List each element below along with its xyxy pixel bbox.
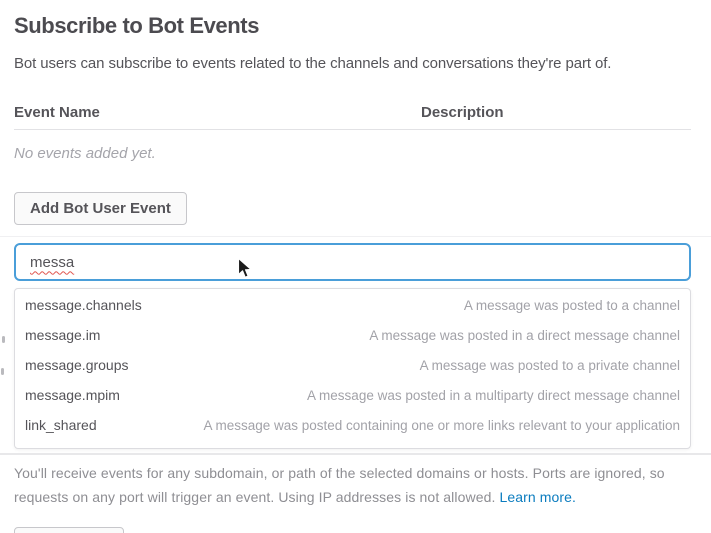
page-title: Subscribe to Bot Events <box>14 13 260 38</box>
partial-button-bottom[interactable] <box>14 527 124 533</box>
footer-note-text: You'll receive events for any subdomain,… <box>14 465 665 505</box>
background-text-fragment <box>2 336 5 343</box>
option-name: message.mpim <box>25 387 120 403</box>
background-text-fragment <box>1 368 4 375</box>
dropdown-option-link-shared[interactable]: link_shared A message was posted contain… <box>15 410 690 440</box>
search-input-value: messa <box>30 253 75 271</box>
dropdown-option-message-mpim[interactable]: message.mpim A message was posted in a m… <box>15 380 690 410</box>
option-name: message.groups <box>25 357 129 373</box>
event-search-input[interactable]: messa <box>14 243 691 281</box>
section-divider-bottom <box>0 453 711 455</box>
footer-note: You'll receive events for any subdomain,… <box>14 461 684 509</box>
learn-more-link[interactable]: Learn more. <box>499 489 577 505</box>
empty-state-message: No events added yet. <box>14 145 156 162</box>
option-description: A message was posted to a private channe… <box>419 357 680 373</box>
option-description: A message was posted in a direct message… <box>369 327 680 343</box>
option-description: A message was posted to a channel <box>463 297 680 313</box>
table-header-divider <box>14 129 691 130</box>
column-header-event-name: Event Name <box>14 104 100 121</box>
dropdown-option-message-groups[interactable]: message.groups A message was posted to a… <box>15 350 690 380</box>
option-description: A message was posted containing one or m… <box>203 417 680 433</box>
option-name: message.im <box>25 327 101 343</box>
add-bot-user-event-button[interactable]: Add Bot User Event <box>14 192 187 225</box>
event-suggestions-dropdown: message.channels A message was posted to… <box>14 288 691 449</box>
column-header-description: Description <box>421 104 504 121</box>
dropdown-option-message-im[interactable]: message.im A message was posted in a dir… <box>15 320 690 350</box>
option-name: message.channels <box>25 297 142 313</box>
option-name: link_shared <box>25 417 97 433</box>
section-divider-top <box>0 236 711 237</box>
page-subtitle: Bot users can subscribe to events relate… <box>14 55 612 72</box>
option-description: A message was posted in a multiparty dir… <box>307 387 680 403</box>
dropdown-option-message-channels[interactable]: message.channels A message was posted to… <box>15 290 690 320</box>
